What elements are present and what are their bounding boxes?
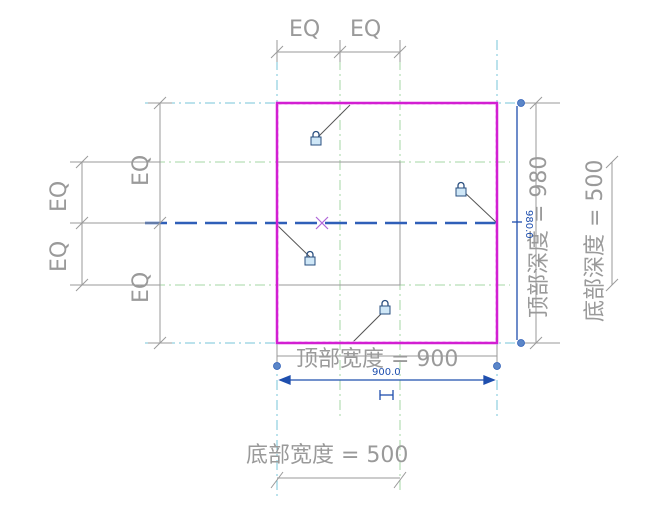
temp-depth-dimension[interactable] (512, 106, 522, 340)
top-width-label: 顶部宽度 = 900 (296, 347, 458, 372)
top-depth-label: 顶部深度 = 980 (527, 156, 552, 318)
grip-dot-icon[interactable] (517, 339, 525, 347)
grip-dot-icon[interactable] (273, 362, 281, 370)
lock-icon[interactable] (379, 299, 391, 315)
bottom-depth-label: 底部深度 = 500 (583, 160, 608, 322)
eq-label: EQ (289, 17, 320, 42)
top-profile-rect-selected[interactable] (275, 101, 499, 345)
bottom-width-label: 底部宽度 = 500 (246, 443, 408, 468)
lock-icon[interactable] (304, 250, 316, 266)
eq-dimension-top[interactable] (270, 40, 407, 62)
grip-dot-icon[interactable] (493, 362, 501, 370)
temp-width-dimension[interactable] (278, 375, 496, 385)
eq-dimension-left-outer[interactable] (70, 155, 160, 292)
bottom-width-dimension[interactable] (270, 471, 407, 489)
center-x-icon (315, 216, 329, 230)
eq-label: EQ (350, 17, 381, 42)
eq-label: EQ (47, 181, 72, 212)
top-depth-dimension[interactable] (524, 96, 560, 350)
temp-width-value[interactable]: 900.0 (372, 367, 401, 378)
bottom-depth-dimension[interactable] (605, 155, 619, 292)
temp-depth-value[interactable]: 980.0 (523, 210, 534, 239)
eq-label: EQ (129, 272, 154, 303)
eq-label: EQ (129, 155, 154, 186)
eq-label: EQ (47, 241, 72, 272)
lock-icon[interactable] (455, 181, 467, 197)
flip-icon[interactable] (379, 390, 394, 400)
grip-dot-icon[interactable] (517, 99, 525, 107)
lock-icon[interactable] (310, 130, 322, 146)
